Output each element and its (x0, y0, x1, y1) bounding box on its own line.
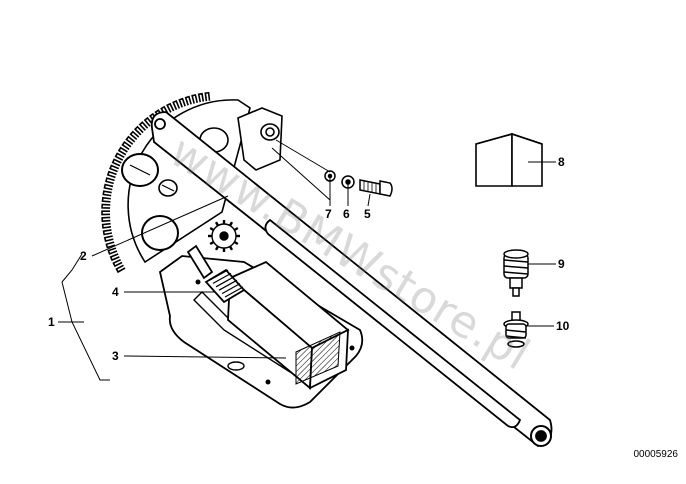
bolt-assembly (324, 170, 393, 197)
worm-thread (224, 286, 244, 298)
gear-tooth (106, 170, 117, 179)
gear-tooth (103, 183, 114, 191)
spring-buffer (503, 249, 529, 297)
gear-tooth (101, 222, 112, 229)
pinion-tooth (214, 221, 220, 227)
pinion-tooth (233, 226, 239, 232)
gear-tooth (114, 152, 125, 161)
worm-thread (209, 269, 229, 281)
pinion-tooth (214, 245, 220, 251)
gear-tooth (172, 99, 181, 111)
pinion-tooth (228, 245, 234, 251)
worm-thread (215, 276, 235, 288)
document-number: 00005926 (633, 449, 679, 460)
callout-8: 8 (558, 155, 565, 169)
callout-2: 2 (80, 249, 87, 263)
pinion-tooth (209, 226, 215, 232)
gear-tooth (143, 116, 154, 127)
leader-lines (58, 161, 556, 381)
gear-tooth (129, 130, 140, 141)
gear-tooth (107, 247, 118, 255)
angle-bracket (475, 132, 543, 187)
gear-tooth (103, 235, 114, 243)
gear-tooth (109, 164, 120, 173)
worm-thread (218, 279, 238, 291)
gear-tooth (133, 125, 144, 136)
gear-tooth (102, 190, 112, 197)
gear-tooth (112, 258, 123, 268)
callout-4: 4 (112, 285, 119, 299)
pinion-tooth (228, 221, 234, 227)
gear-tooth (184, 95, 192, 106)
pinion-tooth (209, 240, 215, 246)
gear-tooth (109, 253, 120, 262)
gear-tooth (101, 216, 111, 223)
callout-1: 1 (48, 315, 55, 329)
callout-7: 7 (325, 207, 332, 221)
callout-6: 6 (343, 207, 350, 221)
worm-thread (221, 283, 241, 295)
callout-10: 10 (556, 319, 570, 333)
gear-tooth (101, 210, 111, 216)
regulator-arm (150, 111, 553, 448)
gear-tooth (121, 141, 132, 151)
gear-tooth (125, 135, 136, 145)
gear-tooth (138, 121, 149, 131)
pinion-gear (208, 220, 240, 252)
gear-tooth (105, 241, 116, 249)
gear-tooth (178, 97, 186, 108)
gear-tooth (191, 94, 198, 104)
pinion-tooth (233, 240, 239, 246)
assembly-lines (271, 139, 331, 201)
worm-thread (212, 272, 232, 284)
gear-tooth (101, 203, 111, 209)
gear-tooth (104, 177, 115, 185)
gear-tooth (102, 229, 113, 236)
gear-tooth (166, 102, 175, 113)
gear-tooth (204, 91, 211, 102)
callout-5: 5 (364, 207, 371, 221)
callout-3: 3 (112, 349, 119, 363)
gear-tooth (101, 196, 111, 203)
gear-tooth (117, 146, 128, 156)
spring-stud (503, 311, 529, 348)
gear-tooth (111, 158, 122, 167)
gear-tooth (115, 264, 126, 274)
callout-9: 9 (558, 257, 565, 271)
drive-motor (186, 244, 350, 390)
gear-tooth (197, 92, 205, 103)
pivot-bracket (237, 107, 283, 171)
